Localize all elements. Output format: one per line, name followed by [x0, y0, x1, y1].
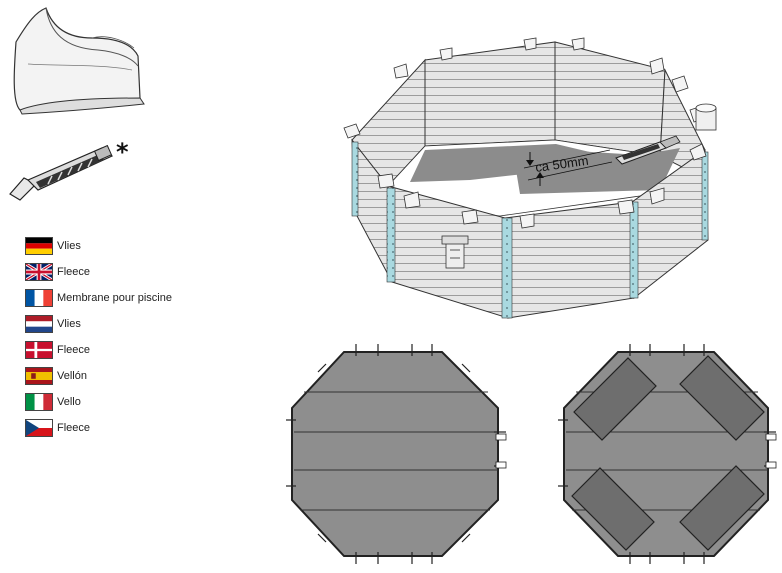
french-flag-icon [25, 289, 53, 307]
legend-label-es: Vellón [57, 370, 87, 382]
legend-label-de: Vlies [57, 240, 81, 252]
legend-label-cz: Fleece [57, 422, 91, 434]
italian-flag-icon [25, 393, 53, 411]
dimension-label: ca 50mm [534, 153, 589, 175]
german-flag-icon [25, 237, 53, 255]
legend-label-dk: Fleece [57, 344, 91, 356]
floor-plan-strips [286, 344, 507, 564]
legend-row-cz: Fleece [25, 415, 225, 441]
language-legend: Vlies Fleece Membrane pour piscine [25, 233, 225, 441]
danish-flag-icon [25, 341, 53, 359]
spanish-flag-icon [25, 367, 53, 385]
utility-knife-icon [9, 144, 114, 201]
legend-row-de: Vlies [25, 233, 225, 259]
fleece-roll-icon [13, 7, 145, 115]
legend-row-nl: Vlies [25, 311, 225, 337]
dutch-flag-icon [25, 315, 53, 333]
floor-plan-corners [558, 344, 777, 564]
legend-label-nl: Vlies [57, 318, 81, 330]
legend-label-gb: Fleece [57, 266, 91, 278]
legend-label-fr: Membrane pour piscine [57, 292, 172, 304]
required-tool-asterisk: * [116, 138, 129, 166]
british-flag-icon [25, 263, 53, 281]
legend-row-gb: Fleece [25, 259, 225, 285]
legend-row-es: Vellón [25, 363, 225, 389]
legend-row-it: Vello [25, 389, 225, 415]
legend-row-dk: Fleece [25, 337, 225, 363]
czech-flag-icon [25, 419, 53, 437]
skimmer-icon [441, 235, 469, 269]
pool-wall-illustration: ca 50mm [343, 37, 717, 319]
legend-row-fr: Membrane pour piscine [25, 285, 225, 311]
legend-label-it: Vello [57, 396, 81, 408]
